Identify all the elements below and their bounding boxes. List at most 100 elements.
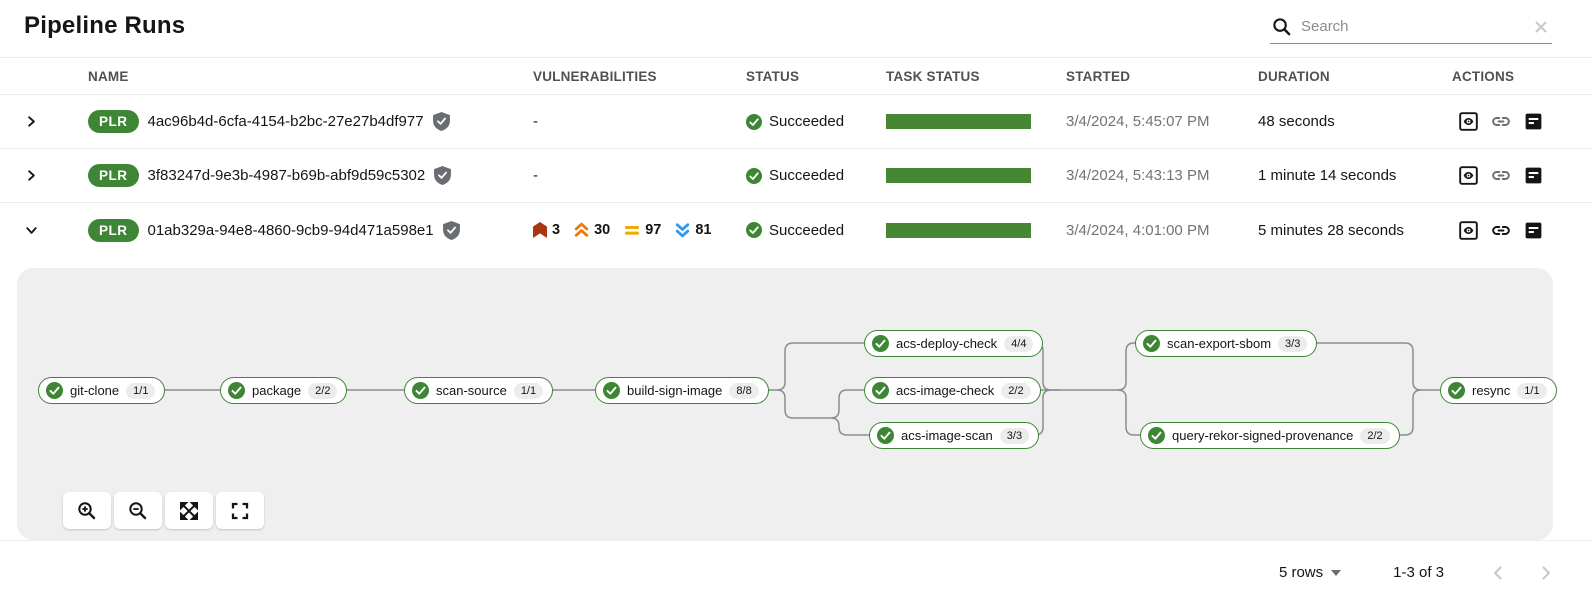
task-success-icon [46,382,63,399]
status-text: Succeeded [769,221,845,239]
task-node-package[interactable]: package 2/2 [220,377,348,404]
success-check-icon [746,167,762,184]
chevron-left-icon [1493,565,1502,580]
task-success-icon [603,382,620,399]
page-title: Pipeline Runs [24,12,186,39]
pipeline-graph-panel[interactable]: git-clone 1/1 package 2/2 scan-source 1/… [17,268,1557,540]
duration-cell: 5 minutes 28 seconds [1258,221,1404,239]
task-success-icon [1148,427,1165,444]
pipeline-run-link[interactable]: 01ab329a-94e8-4860-9cb9-94d471a598e1 [147,221,434,239]
copy-link-button[interactable] [1490,111,1512,132]
status-cell: Succeeded [746,222,886,239]
col-name: NAME [88,68,129,84]
task-steps-badge: 4/4 [1004,335,1034,352]
col-duration: DURATION [1258,68,1330,84]
task-node-git-clone[interactable]: git-clone 1/1 [38,377,166,404]
pipeline-run-expansion: git-clone 1/1 package 2/2 scan-source 1/… [0,257,1592,540]
status-text: Succeeded [769,167,845,184]
search-input[interactable] [1301,18,1532,35]
high-count: 30 [594,222,611,238]
task-node-acs-image-check[interactable]: acs-image-check 2/2 [864,377,1041,404]
critical-count: 3 [552,222,561,238]
high-severity-icon [574,222,589,237]
signed-shield-icon [434,166,452,185]
task-status-bar [886,168,1031,183]
expand-toggle[interactable] [20,110,43,133]
medium-severity-icon [625,226,640,235]
zoom-in-button[interactable] [63,492,111,529]
task-steps-badge: 1/1 [1517,382,1547,399]
started-cell: 3/4/2024, 5:43:13 PM [1066,167,1210,184]
medium-count: 97 [645,222,662,238]
status-cell: Succeeded [746,167,886,184]
view-output-button[interactable] [1458,220,1479,241]
chevron-down-icon [26,226,37,234]
expand-toggle[interactable] [20,164,43,187]
status-text: Succeeded [769,113,845,130]
view-logs-button[interactable] [1523,220,1544,241]
table-row: PLR 01ab329a-94e8-4860-9cb9-94d471a598e1… [0,203,1592,257]
pagination-range: 1-3 of 3 [1393,564,1444,581]
view-logs-button[interactable] [1523,111,1544,132]
view-logs-button[interactable] [1523,165,1544,186]
actions-cell [1452,111,1592,132]
started-cell: 3/4/2024, 5:45:07 PM [1066,113,1210,130]
view-output-button[interactable] [1458,165,1479,186]
chevron-right-icon [28,116,35,127]
task-status-bar [886,222,1031,238]
actions-cell [1452,220,1592,241]
reset-view-button[interactable] [216,492,264,529]
task-label: resync [1472,383,1511,398]
vulnerabilities-cell: - [533,113,538,130]
logs-icon [1525,113,1542,130]
fit-to-screen-button[interactable] [165,492,213,529]
output-eye-icon [1459,112,1478,131]
task-label: git-clone [70,383,120,398]
task-steps-badge: 8/8 [729,382,759,399]
plr-badge: PLR [88,218,139,242]
plr-badge: PLR [88,164,139,187]
task-node-acs-deploy-check[interactable]: acs-deploy-check 4/4 [864,330,1044,357]
pipeline-run-link[interactable]: 3f83247d-9e3b-4987-b69b-abf9d59c5302 [147,167,426,184]
task-label: acs-image-check [896,383,995,398]
task-label: query-rekor-signed-provenance [1172,428,1354,443]
duration-cell: 1 minute 14 seconds [1258,167,1397,184]
zoom-out-button[interactable] [114,492,162,529]
task-node-acs-image-scan[interactable]: acs-image-scan 3/3 [869,422,1040,449]
task-node-scan-export-sbom[interactable]: scan-export-sbom 3/3 [1135,330,1318,357]
task-status-bar [886,114,1031,129]
task-node-build-sign-image[interactable]: build-sign-image 8/8 [595,377,769,404]
duration-cell: 48 seconds [1258,113,1335,130]
task-label: package [252,383,302,398]
task-node-query-rekor-signed-provenance[interactable]: query-rekor-signed-provenance 2/2 [1140,422,1400,449]
rows-per-page-select[interactable]: 5 rows [1278,564,1342,581]
chevron-right-icon [1542,565,1551,580]
col-task-status: TASK STATUS [886,68,980,84]
copy-link-button[interactable] [1490,165,1512,186]
link-icon [1492,117,1510,126]
task-node-scan-source[interactable]: scan-source 1/1 [404,377,554,404]
success-check-icon [746,222,762,238]
task-label: scan-export-sbom [1167,336,1272,351]
link-icon [1492,225,1510,235]
rows-per-page-label: 5 rows [1278,564,1324,581]
previous-page-button[interactable] [1488,563,1508,583]
clear-search-icon[interactable] [1532,18,1550,36]
caret-down-icon [1331,569,1342,576]
task-label: acs-image-scan [901,428,993,443]
col-status: STATUS [746,68,800,84]
copy-link-button[interactable] [1490,220,1512,241]
view-output-button[interactable] [1458,111,1479,132]
output-eye-icon [1459,166,1478,185]
task-steps-badge: 3/3 [999,427,1030,444]
table-row: PLR 3f83247d-9e3b-4987-b69b-abf9d59c5302… [0,149,1592,203]
zoom-out-icon [129,501,147,519]
task-node-resync[interactable]: resync 1/1 [1440,377,1557,404]
task-success-icon [872,335,889,352]
pipeline-run-link[interactable]: 4ac96b4d-6cfa-4154-b2bc-27e27b4df977 [147,113,424,130]
status-cell: Succeeded [746,113,886,130]
collapse-toggle[interactable] [20,219,43,242]
next-page-button[interactable] [1536,563,1556,583]
task-success-icon [412,382,429,399]
